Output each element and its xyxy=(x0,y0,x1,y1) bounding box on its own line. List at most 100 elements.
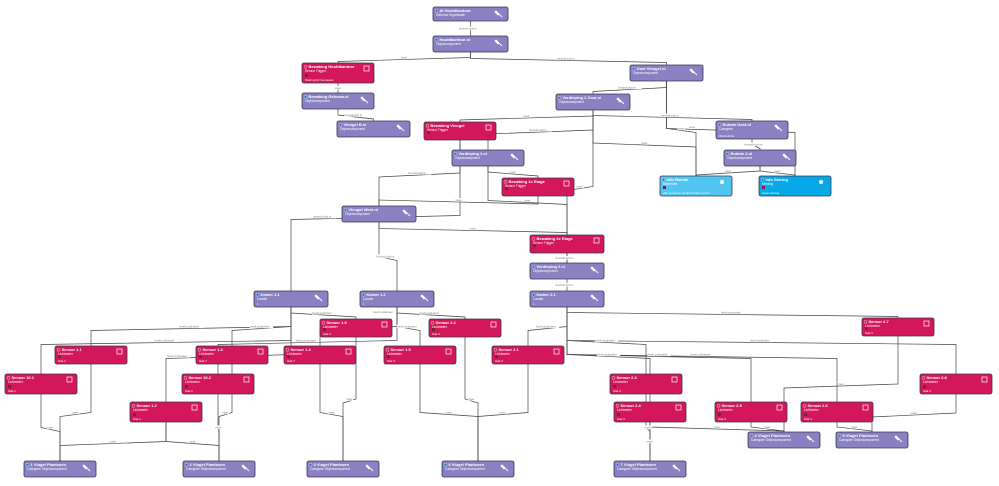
node-box[interactable] xyxy=(301,62,375,84)
node-subtitle: Lichtmeter xyxy=(613,380,629,384)
node-box[interactable] xyxy=(432,35,509,53)
node-box[interactable] xyxy=(555,93,631,111)
node-box[interactable] xyxy=(919,373,993,395)
node-box[interactable] xyxy=(301,92,375,110)
node-title: Sensor 1.5 xyxy=(391,347,412,352)
edge-label-background xyxy=(295,338,320,343)
node-box[interactable] xyxy=(861,317,935,337)
node-box[interactable] xyxy=(529,234,605,254)
node-box[interactable] xyxy=(747,431,821,449)
node-box[interactable] xyxy=(341,205,417,223)
node-box[interactable] xyxy=(4,373,78,395)
node-box[interactable] xyxy=(451,149,525,167)
edge-line xyxy=(759,166,796,176)
node-box[interactable] xyxy=(613,401,687,423)
node-box[interactable] xyxy=(613,460,687,478)
node-box[interactable] xyxy=(181,373,255,395)
node-box[interactable] xyxy=(306,460,380,478)
node-box[interactable] xyxy=(629,64,704,82)
node-box[interactable] xyxy=(529,262,605,280)
node-box[interactable] xyxy=(383,345,457,365)
node-box[interactable] xyxy=(283,345,357,365)
node-box[interactable] xyxy=(253,290,329,308)
node-box[interactable] xyxy=(501,177,575,197)
node-box[interactable] xyxy=(182,460,256,478)
node-box[interactable] xyxy=(835,431,909,449)
edge-label: heeft onderdeel xyxy=(536,324,556,328)
node-box[interactable] xyxy=(129,401,203,423)
node-box[interactable] xyxy=(714,401,788,423)
node-title: Bewaking Vleugel xyxy=(431,123,465,128)
node-box[interactable] xyxy=(491,345,565,365)
edge-label-background xyxy=(763,425,772,429)
edge-label-background xyxy=(454,198,463,202)
node-box[interactable] xyxy=(428,318,502,338)
edge-label-background xyxy=(313,214,337,219)
node-box[interactable] xyxy=(359,290,435,308)
node-box[interactable] xyxy=(659,175,733,197)
edge-label: bevindt zich in xyxy=(556,283,574,287)
node-box[interactable] xyxy=(23,460,97,478)
node-box[interactable] xyxy=(195,345,269,365)
node-box[interactable] xyxy=(800,401,874,423)
node-type-icon xyxy=(531,293,536,297)
node-box[interactable] xyxy=(609,373,683,395)
node-box[interactable] xyxy=(319,318,393,338)
node-box[interactable] xyxy=(54,345,128,365)
node-box[interactable] xyxy=(423,121,497,141)
node-box[interactable] xyxy=(441,460,515,478)
node-box[interactable] xyxy=(432,6,509,22)
edge-label: meet xyxy=(215,425,221,429)
node-box[interactable] xyxy=(758,175,832,197)
node-box[interactable] xyxy=(723,149,797,167)
node-box[interactable] xyxy=(336,120,411,138)
node-box[interactable] xyxy=(529,290,605,308)
sensor-icon xyxy=(862,404,869,411)
node-box[interactable] xyxy=(715,120,789,140)
